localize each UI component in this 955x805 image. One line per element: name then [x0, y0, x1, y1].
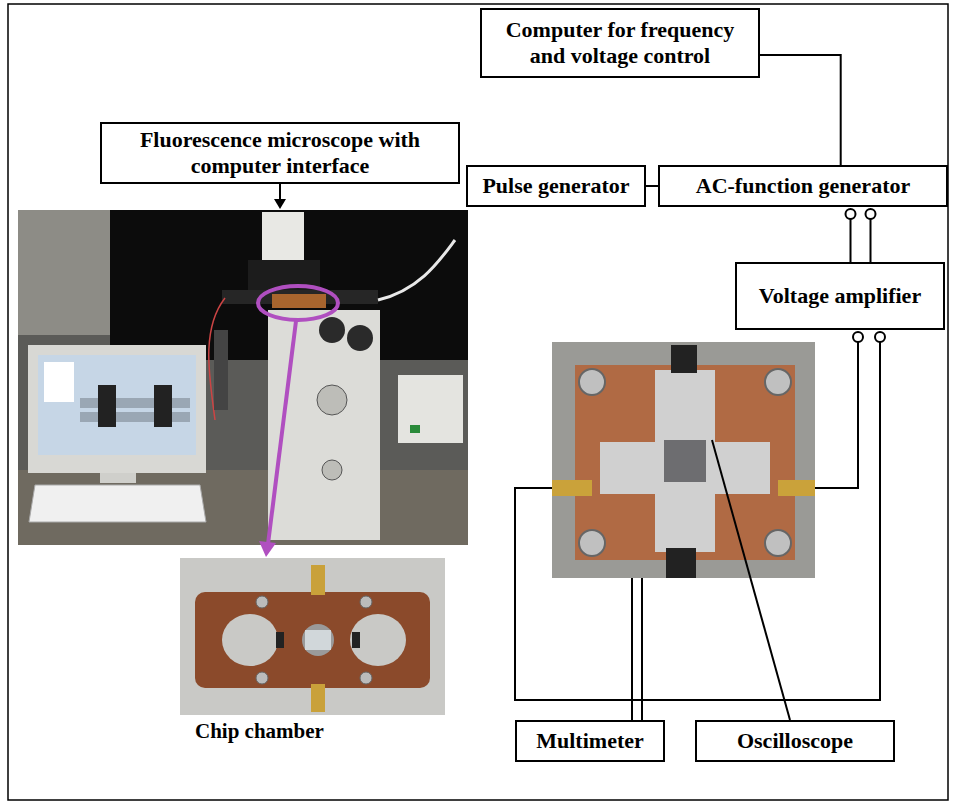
oscilloscope-box: Oscilloscope	[695, 720, 895, 762]
chip-chamber-small	[272, 294, 326, 308]
microscope-photo	[18, 210, 468, 545]
box-text: Pulse generator	[482, 173, 629, 199]
monitor-stand	[100, 473, 136, 483]
eyepiece	[347, 325, 373, 351]
clip	[671, 345, 697, 373]
clip	[352, 632, 360, 648]
photo-ground	[552, 342, 815, 578]
microscope-box: Fluorescence microscope with computer in…	[100, 122, 460, 184]
terminal	[846, 209, 856, 219]
control-computer-box: Computer for frequency and voltage contr…	[480, 8, 760, 78]
keyboard	[29, 485, 206, 522]
chip	[305, 630, 331, 650]
screw	[256, 672, 268, 684]
screw	[765, 369, 791, 395]
amplifier-box: Voltage amplifier	[735, 262, 945, 330]
focus-knob	[322, 460, 342, 480]
photo-ground	[18, 210, 468, 545]
box-text: Voltage amplifier	[759, 283, 921, 309]
microscope-head	[262, 212, 304, 260]
wall	[18, 210, 110, 335]
focus-knob	[317, 385, 347, 415]
terminal	[853, 332, 863, 342]
wire	[815, 342, 858, 488]
callout-arrowhead	[259, 541, 276, 557]
pcb-board	[195, 592, 430, 688]
photo-caption: Chip chamber	[195, 719, 324, 744]
terminal	[866, 209, 876, 219]
sma-connector	[311, 684, 325, 712]
pulse-generator-box: Pulse generator	[466, 165, 646, 207]
photo-ground	[180, 558, 445, 715]
board-cutout	[222, 614, 278, 666]
screen-channel	[80, 398, 190, 408]
board-cutout	[350, 614, 406, 666]
monitor-screen	[38, 355, 196, 455]
holder	[214, 330, 228, 410]
chip	[664, 440, 706, 482]
function-generator-box: AC-function generator	[658, 165, 948, 207]
screw	[579, 369, 605, 395]
wire-connector	[851, 219, 871, 262]
pcb-board	[575, 365, 795, 560]
callout-arrow	[268, 321, 296, 544]
sma-connector	[778, 480, 815, 496]
clip	[276, 632, 284, 648]
screen-electrode	[154, 385, 172, 427]
box-text: Multimeter	[536, 728, 644, 754]
box-text: Computer for frequency and voltage contr…	[488, 17, 752, 70]
chip-fixture-photo	[552, 342, 815, 578]
chip-chamber-photo	[180, 558, 445, 715]
eyepiece	[319, 317, 345, 343]
screen-channel	[80, 412, 190, 422]
cable	[378, 240, 455, 300]
screw	[256, 596, 268, 608]
wire	[515, 342, 880, 700]
bench	[18, 470, 468, 545]
chip-window	[302, 624, 334, 656]
electrode-track	[655, 370, 715, 552]
wire-connector	[760, 55, 841, 165]
screw	[765, 530, 791, 556]
power-button	[410, 425, 420, 433]
terminal	[875, 332, 885, 342]
monitor	[28, 345, 206, 473]
leader-line	[712, 440, 790, 720]
power-supply	[398, 375, 463, 443]
pointer-arrowhead	[274, 199, 286, 209]
box-text: AC-function generator	[696, 173, 910, 199]
wire	[632, 578, 642, 720]
screen-electrode	[98, 385, 116, 427]
screw	[360, 672, 372, 684]
sma-connector	[311, 565, 325, 595]
screw	[360, 596, 372, 608]
multimeter-box: Multimeter	[515, 720, 665, 762]
box-text: Oscilloscope	[737, 728, 853, 754]
highlight-ellipse	[258, 286, 338, 320]
pointer-arrow	[279, 184, 281, 201]
outer-frame	[8, 4, 948, 800]
clip	[666, 548, 696, 578]
screw	[579, 530, 605, 556]
box-text: Fluorescence microscope with computer in…	[108, 127, 452, 180]
wire-connector	[646, 185, 658, 187]
sma-connector	[552, 480, 592, 496]
screen-window	[44, 362, 74, 402]
